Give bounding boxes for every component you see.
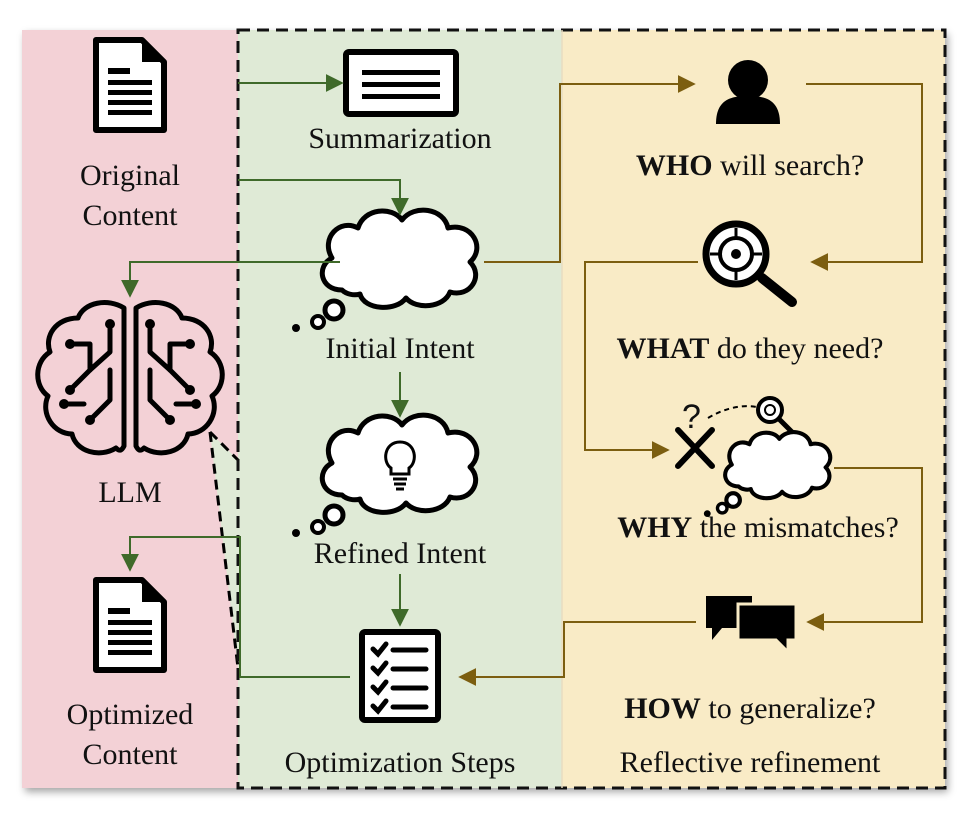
- person-icon: [716, 60, 780, 124]
- brain-icon: [35, 300, 225, 456]
- left-panel: [22, 30, 238, 788]
- optimized-content-label-1: Optimized: [67, 698, 194, 731]
- optimization-steps-title: Optimization Steps: [285, 746, 516, 779]
- reflective-refinement-title: Reflective refinement: [620, 746, 881, 779]
- arrow-who-to-what: [806, 83, 923, 271]
- thought-cloud-icon-refined: [292, 412, 480, 537]
- arrow-cloud-to-who: [484, 75, 696, 263]
- arrow-what-to-why: [584, 261, 698, 459]
- optimized-content-label-2: Content: [83, 738, 179, 771]
- green-connectors: [121, 74, 409, 678]
- summarization-label: Summarization: [308, 122, 491, 155]
- what-question: WHAT do they need?: [617, 332, 884, 365]
- document-icon-optimized: [93, 577, 167, 673]
- arrow-to-llm: [121, 261, 340, 298]
- why-question: WHY the mismatches?: [617, 511, 899, 544]
- arrow-why-to-how: [806, 467, 923, 631]
- original-content-label-2: Content: [83, 199, 179, 232]
- document-icon-original: [93, 37, 167, 133]
- right-panel: [562, 30, 945, 788]
- arrow-to-initial-intent: [238, 179, 409, 216]
- checklist-icon: [359, 629, 441, 723]
- refined-intent-label: Refined Intent: [314, 537, 487, 570]
- thought-cloud-icon-initial: [292, 207, 480, 332]
- how-question: HOW to generalize?: [624, 692, 876, 725]
- llm-label: LLM: [98, 476, 161, 509]
- target-magnifier-icon: [702, 220, 797, 307]
- who-question: WHO will search?: [636, 149, 864, 182]
- chat-bubbles-icon: [706, 596, 798, 656]
- initial-intent-label: Initial Intent: [325, 332, 475, 365]
- gold-connectors: [458, 75, 923, 686]
- arrow-how-to-steps: [458, 621, 696, 686]
- arrow-steps-to-optimized: [121, 536, 350, 678]
- mismatch-icon: ?: [675, 396, 833, 517]
- lightbulb-icon: [384, 440, 416, 491]
- question-mark-icon: ?: [682, 398, 701, 436]
- dashed-frame: [236, 28, 947, 790]
- original-content-label-1: Original: [80, 159, 180, 192]
- summary-card-icon: [343, 49, 459, 117]
